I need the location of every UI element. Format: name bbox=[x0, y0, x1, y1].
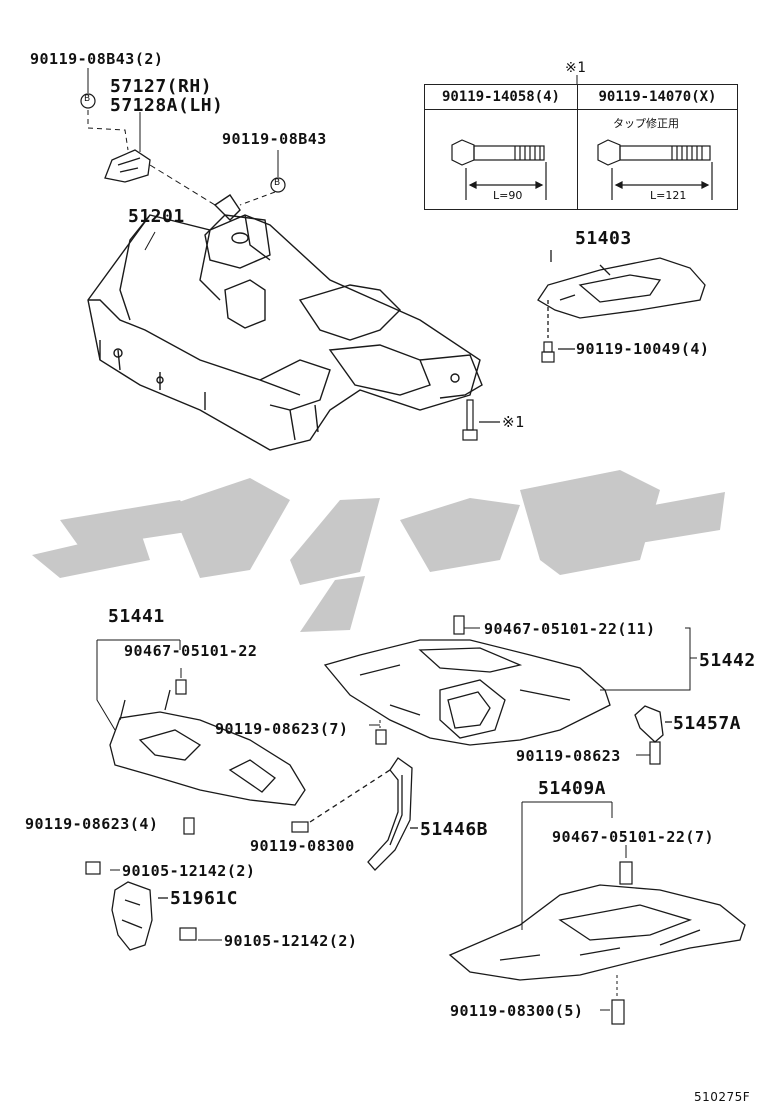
marker-circle-b2 bbox=[270, 177, 286, 193]
leader-lines-top bbox=[87, 68, 279, 251]
label-51201: 51201 bbox=[128, 206, 185, 227]
label-90467-05101-22-7: 90467-05101-22(7) bbox=[552, 828, 715, 846]
leader-lines-51409A bbox=[110, 801, 627, 1011]
watermark-logo bbox=[32, 470, 725, 632]
leader-lines-51442 bbox=[379, 627, 697, 756]
bolt-table-col2-note: タップ修正用 bbox=[613, 117, 679, 130]
bolt-table-divider bbox=[577, 109, 578, 209]
label-90119-08623-4: 90119-08623(4) bbox=[25, 815, 159, 833]
leader-lines-51441 bbox=[96, 639, 380, 731]
label-90105-12142-a: 90105-12142(2) bbox=[122, 862, 256, 880]
cover-51442 bbox=[323, 639, 611, 746]
bolt-90119-14058-icon bbox=[451, 139, 547, 200]
bolt-x1-icon bbox=[462, 399, 500, 441]
label-57127: 57127(RH) bbox=[110, 76, 213, 97]
label-90119-08300: 90119-08300 bbox=[250, 837, 355, 855]
label-90467-05101-22-11: 90467-05101-22(11) bbox=[484, 620, 656, 638]
bolt-table-col1-length: L=90 bbox=[493, 189, 523, 202]
label-90119-08623: 90119-08623 bbox=[516, 747, 621, 765]
cover-51441 bbox=[109, 689, 306, 806]
label-57128A: 57128A(LH) bbox=[110, 95, 224, 116]
bracket-51457A bbox=[634, 705, 672, 743]
marker-b1: B bbox=[84, 94, 91, 104]
cover-51409A bbox=[448, 884, 746, 981]
label-51442: 51442 bbox=[699, 650, 756, 671]
label-x1-ref: ※1 bbox=[502, 413, 525, 431]
bolt-table-marker: ※1 bbox=[565, 60, 587, 76]
label-51961C: 51961C bbox=[170, 888, 239, 909]
label-51441: 51441 bbox=[108, 606, 165, 627]
bolt-table-col2-header: 90119-14070(X) bbox=[578, 85, 737, 110]
subframe-51201 bbox=[87, 194, 483, 451]
plate-51403 bbox=[537, 250, 706, 338]
strip-51446B bbox=[309, 757, 418, 871]
label-90105-12142-b: 90105-12142(2) bbox=[224, 932, 358, 950]
bolt-90119-14070-icon bbox=[597, 139, 713, 200]
bracket-51961C bbox=[111, 881, 168, 951]
fastener-icons-left bbox=[85, 679, 387, 941]
label-51403: 51403 bbox=[575, 228, 632, 249]
label-90119-08B43-2: 90119-08B43(2) bbox=[30, 50, 164, 68]
label-90119-10049: 90119-10049(4) bbox=[576, 340, 710, 358]
bracket-57127 bbox=[104, 149, 151, 183]
bolt-table-col2-length: L=121 bbox=[650, 189, 687, 202]
marker-circle-b1 bbox=[80, 93, 96, 109]
label-51446B: 51446B bbox=[420, 819, 489, 840]
label-90467-05101-22: 90467-05101-22 bbox=[124, 642, 258, 660]
label-51409A: 51409A bbox=[538, 778, 607, 799]
bolt-spec-table: 90119-14058(4) 90119-14070(X) タップ修正用 L=9… bbox=[424, 84, 738, 210]
figure-id: 510275F bbox=[694, 1090, 751, 1104]
label-90119-08300-5: 90119-08300(5) bbox=[450, 1002, 584, 1020]
label-51457A: 51457A bbox=[673, 713, 742, 734]
bolt-90119-10049-icon bbox=[541, 341, 575, 363]
label-90119-08623-7: 90119-08623(7) bbox=[215, 720, 349, 738]
bolt-table-col1-header: 90119-14058(4) bbox=[425, 85, 578, 110]
label-90119-08B43: 90119-08B43 bbox=[222, 130, 327, 148]
marker-b2: B bbox=[274, 178, 281, 188]
